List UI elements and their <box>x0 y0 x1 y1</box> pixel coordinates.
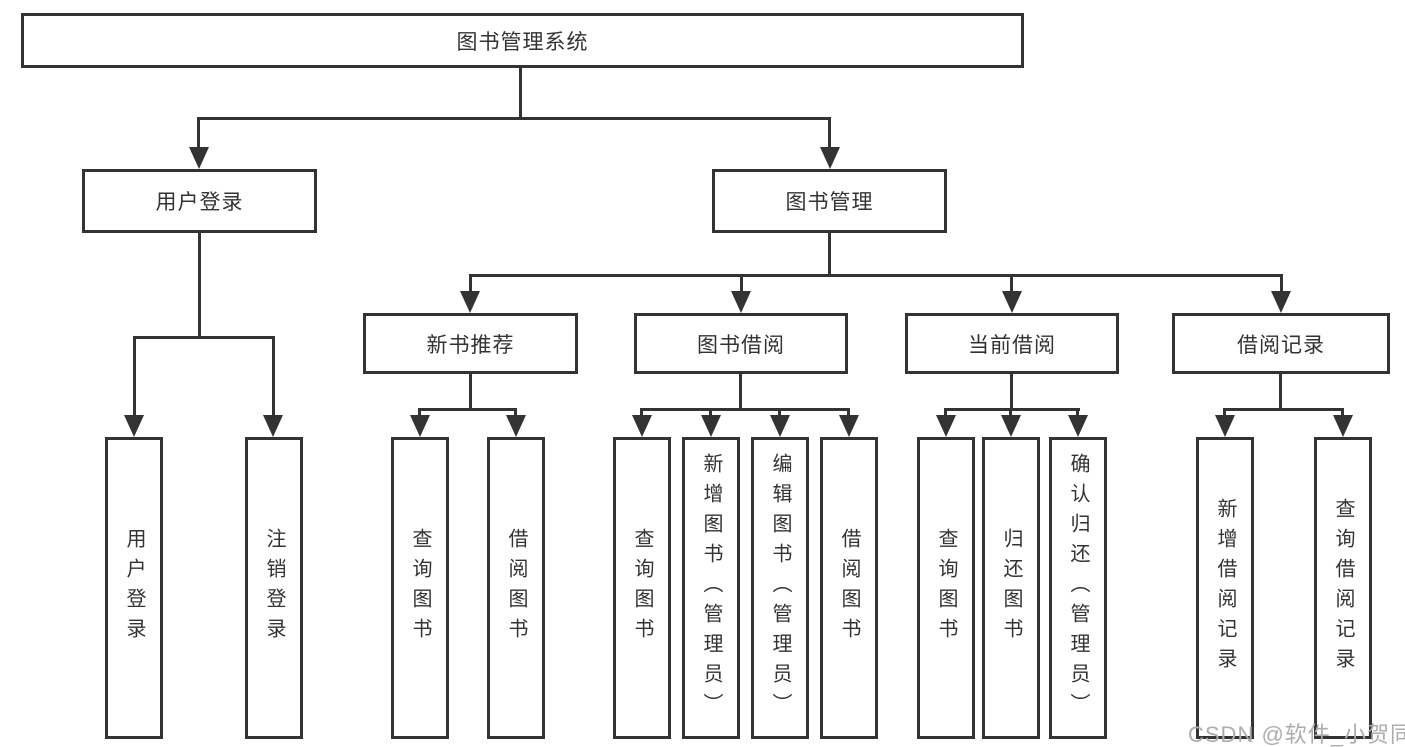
connector-drop-leaf <box>1009 408 1012 417</box>
arrow-down-icon <box>1001 415 1021 437</box>
connector-drop-new-book-rec <box>469 274 472 293</box>
leaf-bb-query-books-label: 查询图书 <box>631 528 653 648</box>
leaf-br-add-record: 新增借阅记录 <box>1196 437 1254 739</box>
leaf-rec-borrow-books-label: 借阅图书 <box>505 528 527 648</box>
connector-level2-bar <box>197 117 831 120</box>
leaf-cb-query-books: 查询图书 <box>917 437 975 739</box>
node-new-book-rec: 新书推荐 <box>363 313 578 374</box>
leaf-cb-return-books-label: 归还图书 <box>1000 528 1022 648</box>
arrow-down-icon <box>1271 291 1291 313</box>
arrow-down-icon <box>460 291 480 313</box>
node-book-mgmt: 图书管理 <box>712 169 947 233</box>
node-user-login: 用户登录 <box>82 169 317 233</box>
csdn-watermark: CSDN @软件_小贺同学 <box>1188 722 1405 747</box>
leaf-rec-query-books: 查询图书 <box>391 437 449 739</box>
connector-book-mgmt-stem <box>828 233 831 276</box>
arrow-down-icon <box>263 415 283 437</box>
connector-drop-leaf <box>847 408 850 417</box>
leaf-br-query-record: 查询借阅记录 <box>1314 437 1372 739</box>
arrow-down-icon <box>820 147 840 169</box>
leaf-cb-return-books: 归还图书 <box>982 437 1040 739</box>
arrow-down-icon <box>839 415 859 437</box>
leaf-cb-confirm-return-admin: 确认归还（管理员） <box>1049 437 1107 739</box>
leaf-bb-borrow-books-label: 借阅图书 <box>838 528 860 648</box>
leaf-br-query-record-label: 查询借阅记录 <box>1332 498 1354 678</box>
arrow-down-icon <box>770 415 790 437</box>
connector-bar <box>945 408 1080 411</box>
leaf-bb-borrow-books: 借阅图书 <box>820 437 878 739</box>
leaf-user-login: 用户登录 <box>105 437 163 739</box>
connector-drop-leaf <box>1076 408 1079 417</box>
leaf-logout: 注销登录 <box>245 437 303 739</box>
connector-drop-leaf <box>944 408 947 417</box>
node-book-mgmt-label: 图书管理 <box>785 191 874 214</box>
connector-drop-book-borrow <box>740 274 743 293</box>
arrow-down-icon <box>632 415 652 437</box>
connector-bar <box>1224 408 1344 411</box>
node-new-book-rec-label: 新书推荐 <box>426 333 515 357</box>
arrow-down-icon <box>1068 415 1088 437</box>
leaf-user-login-label: 用户登录 <box>123 528 145 648</box>
node-book-borrow-label: 图书借阅 <box>697 333 785 357</box>
arrow-down-icon <box>1333 415 1353 437</box>
leaf-bb-add-books-admin: 新增图书（管理员） <box>682 437 740 739</box>
node-user-login-label: 用户登录 <box>155 191 244 214</box>
arrow-down-icon <box>189 147 209 169</box>
connector-level3-bar <box>469 274 1282 277</box>
leaf-br-add-record-label: 新增借阅记录 <box>1214 498 1236 678</box>
connector-drop-leaf <box>640 408 643 417</box>
connector-drop-leaf <box>1223 408 1226 417</box>
connector-drop-borrow-record <box>1280 274 1283 293</box>
leaf-bb-edit-books-admin: 编辑图书（管理员） <box>751 437 809 739</box>
node-book-borrow: 图书借阅 <box>634 313 848 374</box>
arrow-down-icon <box>410 415 430 437</box>
connector-drop-leaf <box>709 408 712 417</box>
node-root: 图书管理系统 <box>21 13 1024 68</box>
leaf-bb-query-books: 查询图书 <box>613 437 671 739</box>
connector-user-login-stem <box>198 233 201 338</box>
connector-drop-leaf <box>778 408 781 417</box>
node-root-label: 图书管理系统 <box>456 30 589 54</box>
leaf-cb-confirm-return-admin-label: 确认归还（管理员） <box>1067 453 1089 723</box>
arrow-down-icon <box>124 415 144 437</box>
connector-drop-leaf <box>1341 408 1344 417</box>
node-current-borrow-label: 当前借阅 <box>968 333 1056 357</box>
connector-bar <box>419 408 517 411</box>
leaf-logout-label: 注销登录 <box>263 528 285 648</box>
arrow-down-icon <box>936 415 956 437</box>
leaf-bb-edit-books-admin-label: 编辑图书（管理员） <box>769 453 791 723</box>
arrow-down-icon <box>701 415 721 437</box>
connector-drop-leaf <box>514 408 517 417</box>
arrow-down-icon <box>1215 415 1235 437</box>
node-borrow-record: 借阅记录 <box>1172 313 1390 374</box>
connector-root-stem <box>519 68 522 119</box>
leaf-cb-query-books-label: 查询图书 <box>935 528 957 648</box>
connector-stem <box>469 374 472 410</box>
node-current-borrow: 当前借阅 <box>905 313 1119 374</box>
connector-stem <box>739 374 742 410</box>
arrow-down-icon <box>1002 291 1022 313</box>
leaf-bb-add-books-admin-label: 新增图书（管理员） <box>700 453 722 723</box>
connector-user-login-bar <box>133 336 274 339</box>
leaf-rec-borrow-books: 借阅图书 <box>487 437 545 739</box>
connector-drop-book-mgmt <box>828 117 831 149</box>
connector-drop-user-login <box>197 117 200 149</box>
connector-stem <box>1010 374 1013 410</box>
connector-drop-leaf <box>272 336 275 417</box>
connector-bar <box>641 408 850 411</box>
connector-drop-leaf <box>418 408 421 417</box>
arrow-down-icon <box>731 291 751 313</box>
arrow-down-icon <box>506 415 526 437</box>
connector-drop-leaf <box>133 336 136 417</box>
node-borrow-record-label: 借阅记录 <box>1237 333 1325 357</box>
leaf-rec-query-books-label: 查询图书 <box>409 528 431 648</box>
connector-drop-current-borrow <box>1010 274 1013 293</box>
connector-stem <box>1279 374 1282 410</box>
